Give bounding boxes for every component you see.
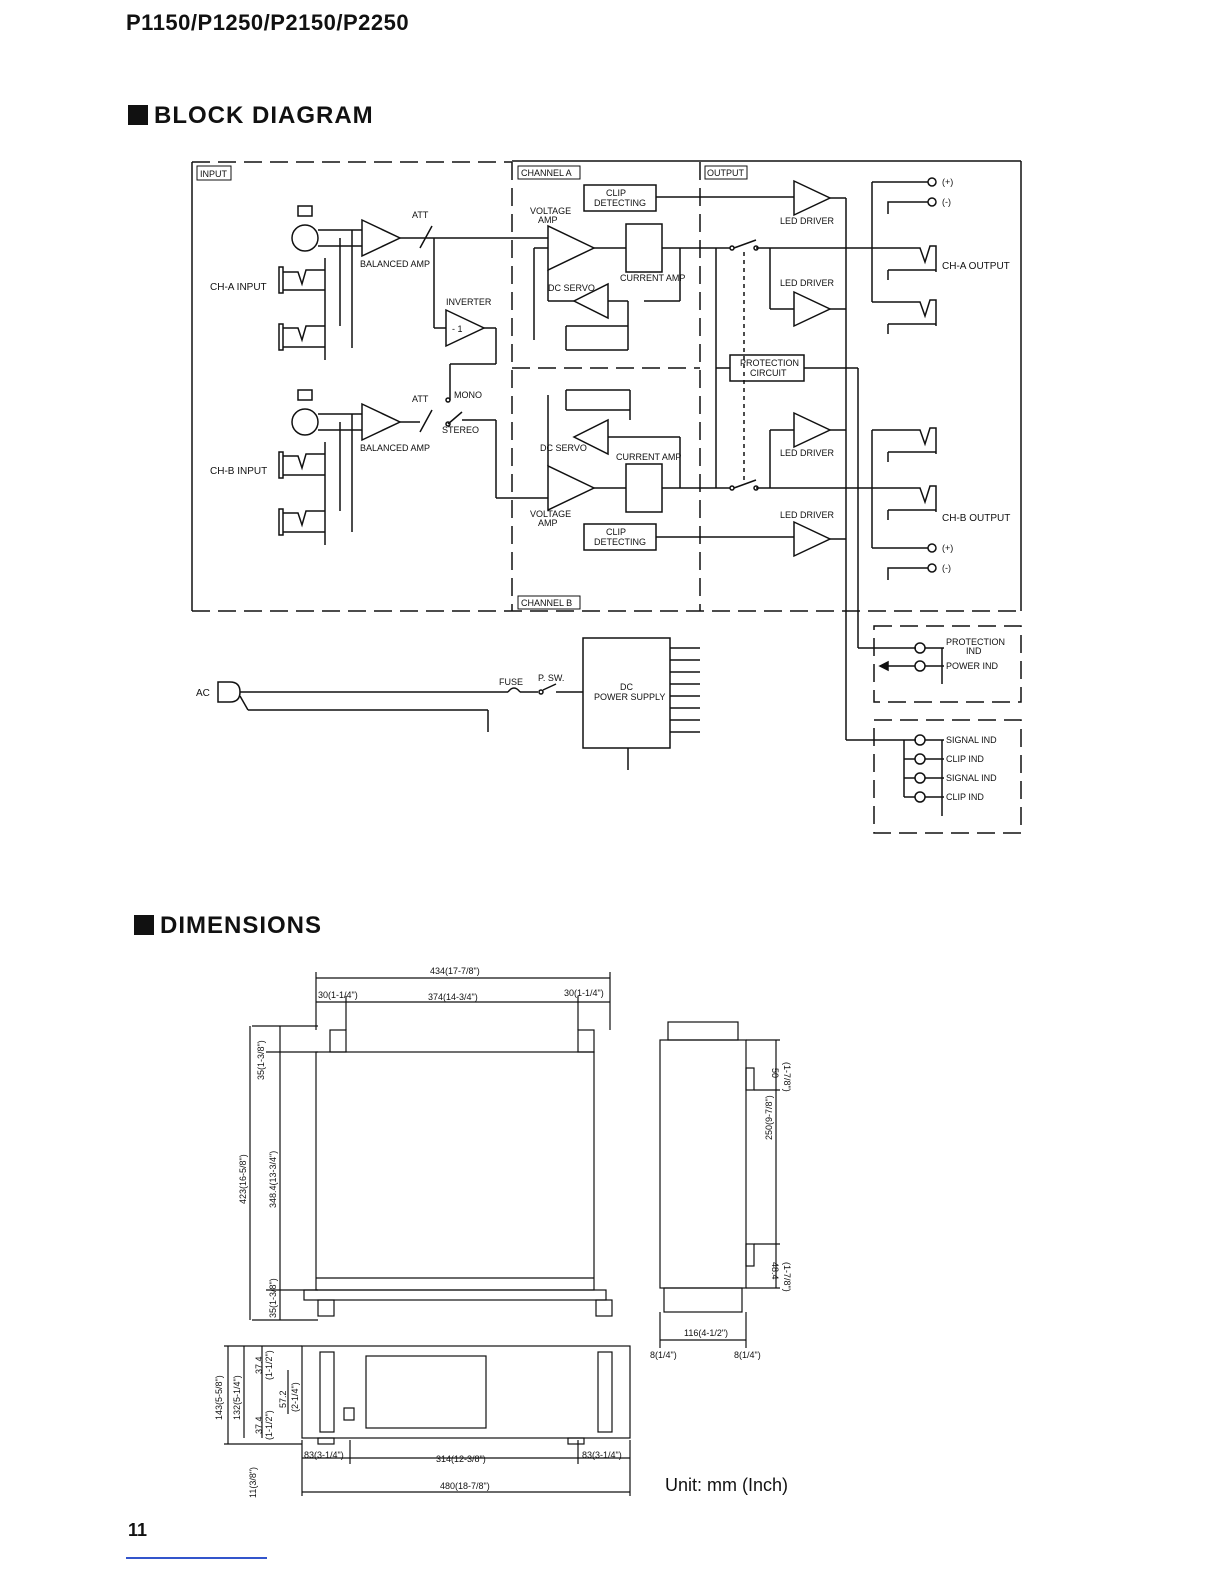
ch-a-input-label: CH-A INPUT [210, 282, 267, 293]
clip-detecting-a-2: DETECTING [594, 198, 646, 208]
minus-a-label: (-) [942, 197, 951, 207]
protection-circuit-2: CIRCUIT [750, 368, 787, 378]
inverter-symbol: - 1 [452, 324, 463, 334]
dim-37-4-top-inch: (1-1/2") [264, 1350, 274, 1380]
current-amp-b-label: CURRENT AMP [616, 452, 681, 462]
block-diagram-title-text: BLOCK DIAGRAM [154, 102, 374, 129]
clip-detecting-a-1: CLIP [606, 188, 626, 198]
dim-35-top: 35(1-3/8") [256, 1040, 266, 1080]
led-driver-2-label: LED DRIVER [780, 278, 835, 288]
ch-b-input-label: CH-B INPUT [210, 466, 267, 477]
model-header: P1150/P1250/P2150/P2250 [126, 10, 410, 35]
dim-8-left: 8(1/4") [650, 1350, 677, 1360]
dim-57-2-inch: (2-1/4") [290, 1382, 300, 1412]
minus-b-label: (-) [942, 563, 951, 573]
dim-374: 374(14-3/4") [428, 992, 478, 1002]
dimension-labels: 434(17-7/8") 30(1-1/4") 374(14-3/4") 30(… [214, 966, 792, 1498]
psw-label: P. SW. [538, 673, 564, 683]
dim-30-right: 30(1-1/4") [564, 988, 604, 998]
clip-ind-2-label: CLIP IND [946, 792, 984, 802]
channel-a-label: CHANNEL A [521, 168, 572, 178]
input-label: INPUT [200, 169, 228, 179]
dim-250: 250(9-7/8") [764, 1095, 774, 1140]
fuse-label: FUSE [499, 677, 523, 687]
section-square-icon [128, 105, 148, 125]
mono-label: MONO [454, 390, 482, 400]
dim-30-left: 30(1-1/4") [318, 990, 358, 1000]
dim-132: 132(5-1/4") [232, 1375, 242, 1420]
balanced-amp-a-label: BALANCED AMP [360, 259, 430, 269]
dim-50: 50 [770, 1068, 780, 1078]
section-square-icon [134, 915, 154, 935]
plus-b-label: (+) [942, 543, 953, 553]
dim-35-bottom: 35(1-3/8") [268, 1278, 278, 1318]
led-driver-1-label: LED DRIVER [780, 216, 835, 226]
dim-11: 11(3/8") [248, 1467, 258, 1498]
clip-detecting-b-1: CLIP [606, 527, 626, 537]
dim-143: 143(5-5/8") [214, 1375, 224, 1420]
signal-ind-1-label: SIGNAL IND [946, 735, 997, 745]
dim-48-4: 48.4 [770, 1262, 780, 1280]
output-label: OUTPUT [707, 168, 745, 178]
footer-rule [126, 1557, 267, 1559]
dim-480: 480(18-7/8") [440, 1481, 490, 1491]
dim-48-4-inch: (1-7/8") [782, 1262, 792, 1292]
voltage-amp-a-2: AMP [538, 215, 558, 225]
att-a-label: ATT [412, 210, 429, 220]
dim-314: 314(12-3/8") [436, 1454, 486, 1464]
channel-b-label: CHANNEL B [521, 598, 572, 608]
dim-8-right: 8(1/4") [734, 1350, 761, 1360]
signal-ind-2-label: SIGNAL IND [946, 773, 997, 783]
plus-a-label: (+) [942, 177, 953, 187]
dc-label: DC [620, 682, 633, 692]
stereo-label: STEREO [442, 425, 479, 435]
clip-ind-1-label: CLIP IND [946, 754, 984, 764]
dim-423: 423(16-5/8") [238, 1154, 248, 1204]
protection-ind-2: IND [966, 646, 982, 656]
ch-b-output-label: CH-B OUTPUT [942, 513, 1010, 524]
page-number: 11 [128, 1520, 148, 1540]
dc-servo-b-label: DC SERVO [540, 443, 587, 453]
current-amp-a-label: CURRENT AMP [620, 273, 685, 283]
dim-37-4-bottom: 37.4 [254, 1416, 264, 1434]
dim-116: 116(4-1/2") [684, 1328, 728, 1338]
dimensions-title-text: DIMENSIONS [160, 912, 323, 939]
dim-37-4-bottom-inch: (1-1/2") [264, 1410, 274, 1440]
dim-37-4-top: 37.4 [254, 1356, 264, 1374]
power-ind-label: POWER IND [946, 661, 999, 671]
dim-348: 348.4(13-3/4") [268, 1151, 278, 1208]
voltage-amp-a-1: VOLTAGE [530, 206, 571, 216]
dim-50-inch: (1-7/8") [782, 1062, 792, 1092]
block-diagram [191, 160, 1022, 834]
unit-label: Unit: mm (Inch) [665, 1475, 789, 1495]
dimension-drawings [224, 972, 780, 1496]
ch-a-output-label: CH-A OUTPUT [942, 261, 1010, 272]
protection-circuit-1: PROTECTION [740, 358, 799, 368]
dim-83-left: 83(3-1/4") [304, 1450, 344, 1460]
protection-ind-1: PROTECTION [946, 637, 1005, 647]
dimensions-title: DIMENSIONS [134, 912, 322, 940]
balanced-amp-b-label: BALANCED AMP [360, 443, 430, 453]
clip-detecting-b-2: DETECTING [594, 537, 646, 547]
led-driver-4-label: LED DRIVER [780, 510, 835, 520]
power-supply-label: POWER SUPPLY [594, 692, 665, 702]
led-driver-3-label: LED DRIVER [780, 448, 835, 458]
dim-83-right: 83(3-1/4") [582, 1450, 622, 1460]
att-b-label: ATT [412, 394, 429, 404]
dim-57-2: 57.2 [278, 1390, 288, 1408]
block-diagram-title: BLOCK DIAGRAM [128, 102, 374, 130]
dim-434: 434(17-7/8") [430, 966, 480, 976]
ac-label: AC [196, 688, 210, 699]
inverter-label: INVERTER [446, 297, 492, 307]
voltage-amp-b-2: AMP [538, 518, 558, 528]
block-diagram-labels: INPUT CHANNEL A CHANNEL B OUTPUT CH-A IN… [196, 168, 1010, 802]
dc-servo-a-label: DC SERVO [548, 283, 595, 293]
voltage-amp-b-1: VOLTAGE [530, 509, 571, 519]
